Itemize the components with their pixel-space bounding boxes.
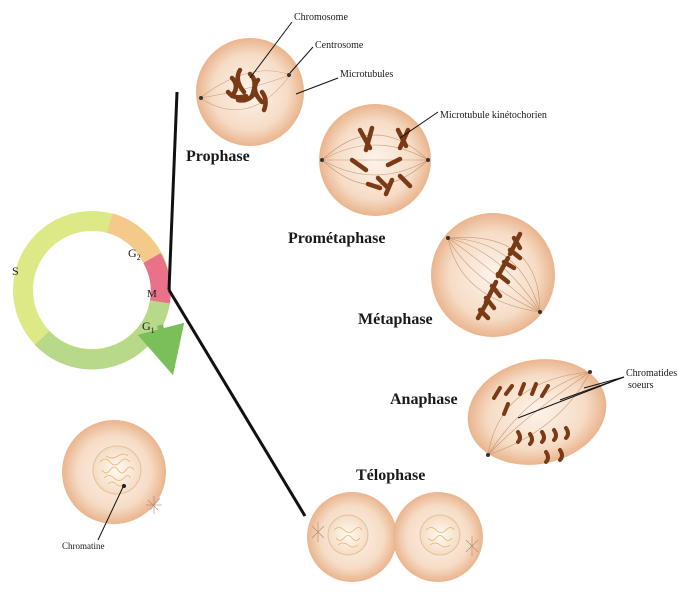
expansion-line-bottom <box>169 290 305 516</box>
annotation-kinetochore: Microtubule kinétochorien <box>440 110 547 121</box>
phase-label-prophase: Prophase <box>186 148 250 165</box>
annotation-chromatides-1: Chromatides <box>626 368 677 379</box>
interphase-cell: Chromatine <box>62 420 166 551</box>
anaphase-cell: Chromatides soeurs Anaphase <box>390 347 677 478</box>
phase-label-metaphase: Métaphase <box>358 311 433 328</box>
annotation-chromatine: Chromatine <box>62 541 105 551</box>
cycle-arrow <box>160 325 167 352</box>
annotation-chromatides-2: soeurs <box>628 380 654 391</box>
annotation-chromosome: Chromosome <box>294 12 348 23</box>
annotation-centrosome: Centrosome <box>315 40 364 51</box>
cycle-label-m: M <box>147 288 157 300</box>
annotation-microtubules: Microtubules <box>340 69 393 80</box>
phase-label-prometaphase: Prométaphase <box>288 230 385 247</box>
phase-label-anaphase: Anaphase <box>390 391 458 408</box>
expansion-line-top <box>169 92 177 290</box>
phase-label-telophase: Télophase <box>356 467 425 484</box>
cell-cycle-ring: S G2 M G1 <box>12 221 167 359</box>
metaphase-cell: Métaphase <box>358 213 555 337</box>
telophase-cells: Télophase <box>307 467 483 582</box>
cycle-label-s: S <box>12 264 19 278</box>
